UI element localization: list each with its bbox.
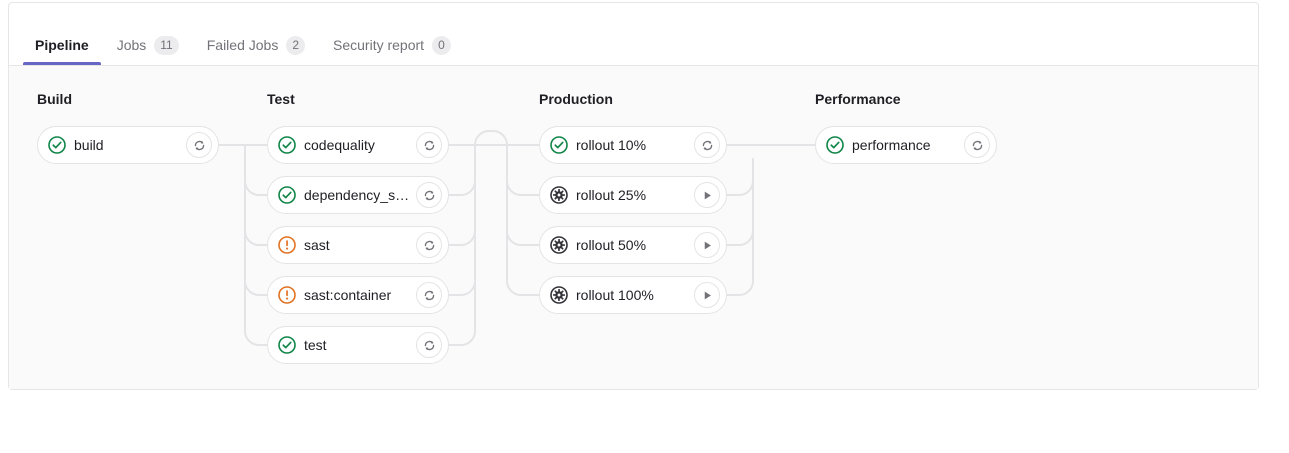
job-card[interactable]: rollout 10% <box>539 126 727 164</box>
job-card[interactable]: build <box>37 126 219 164</box>
retry-job-button[interactable] <box>964 132 990 158</box>
pipeline-graph: Build build Test codequality dependency_s…sa… <box>9 66 1258 389</box>
job-card[interactable]: sast:container <box>267 276 449 314</box>
play-icon <box>704 291 711 299</box>
tab-badge: 0 <box>432 35 451 55</box>
job-card[interactable]: dependency_s… <box>267 176 449 214</box>
manual-status-icon <box>550 286 568 304</box>
warning-status-icon <box>278 286 296 304</box>
manual-status-icon <box>550 186 568 204</box>
job-card[interactable]: test <box>267 326 449 364</box>
job-name: dependency_s… <box>304 187 410 203</box>
retry-job-button[interactable] <box>416 332 442 358</box>
success-status-icon <box>48 136 66 154</box>
job-name: performance <box>852 137 931 153</box>
retry-icon <box>424 140 434 150</box>
job-name: build <box>74 137 104 153</box>
job-card[interactable]: rollout 50% <box>539 226 727 264</box>
success-status-icon <box>278 336 296 354</box>
tab-badge: 11 <box>154 35 179 55</box>
active-tab-underline <box>23 62 101 65</box>
job-card[interactable]: rollout 100% <box>539 276 727 314</box>
pipeline-panel: Pipeline Jobs 11 Failed Jobs 2 Security repor… <box>8 2 1259 390</box>
job-card[interactable]: sast <box>267 226 449 264</box>
job-name: rollout 100% <box>576 287 654 303</box>
tab-label: Security report <box>333 37 425 53</box>
retry-job-button[interactable] <box>416 182 442 208</box>
play-icon <box>704 241 711 249</box>
stage-title: Test <box>267 91 295 107</box>
stage-test: Test codequality dependency_s…sast sast:con… <box>267 66 449 389</box>
retry-job-button[interactable] <box>694 132 720 158</box>
play-job-button[interactable] <box>694 232 720 258</box>
tab-security-report[interactable]: Security report 0 <box>319 3 465 65</box>
stage-title: Build <box>37 91 72 107</box>
stage-build: Build build <box>37 66 219 389</box>
job-name: sast <box>304 237 330 253</box>
retry-icon <box>972 140 982 150</box>
retry-icon <box>194 140 204 150</box>
success-status-icon <box>278 136 296 154</box>
stage-performance: Performance performance <box>815 66 997 389</box>
job-name: codequality <box>304 137 375 153</box>
success-status-icon <box>550 136 568 154</box>
tab-jobs[interactable]: Jobs 11 <box>103 3 193 65</box>
job-name: sast:container <box>304 287 392 303</box>
stage-title: Production <box>539 91 613 107</box>
retry-icon <box>702 140 712 150</box>
success-status-icon <box>826 136 844 154</box>
manual-status-icon <box>550 236 568 254</box>
tab-failed-jobs[interactable]: Failed Jobs 2 <box>193 3 319 65</box>
play-job-button[interactable] <box>694 282 720 308</box>
job-name: rollout 10% <box>576 137 647 153</box>
tab-label: Failed Jobs <box>206 37 279 53</box>
retry-icon <box>424 190 434 200</box>
play-job-button[interactable] <box>694 182 720 208</box>
job-card[interactable]: rollout 25% <box>539 176 727 214</box>
retry-icon <box>424 290 434 300</box>
play-icon <box>704 191 711 199</box>
job-card[interactable]: performance <box>815 126 997 164</box>
job-name: rollout 25% <box>576 187 647 203</box>
retry-job-button[interactable] <box>416 232 442 258</box>
job-name: rollout 50% <box>576 237 647 253</box>
stage-title: Performance <box>815 91 901 107</box>
retry-icon <box>424 240 434 250</box>
stage-production: Production rollout 10% rollout 25% rollout … <box>539 66 727 389</box>
success-status-icon <box>278 186 296 204</box>
job-card[interactable]: codequality <box>267 126 449 164</box>
warning-status-icon <box>278 236 296 254</box>
retry-job-button[interactable] <box>416 132 442 158</box>
tab-badge: 2 <box>286 35 306 55</box>
tab-label: Jobs <box>116 37 147 53</box>
retry-icon <box>424 340 434 350</box>
pipeline-tabs: Pipeline Jobs 11 Failed Jobs 2 Security repor… <box>9 3 1258 66</box>
tab-pipeline[interactable]: Pipeline <box>21 3 103 65</box>
retry-job-button[interactable] <box>186 132 212 158</box>
job-name: test <box>304 337 327 353</box>
tab-label: Pipeline <box>35 37 89 53</box>
retry-job-button[interactable] <box>416 282 442 308</box>
